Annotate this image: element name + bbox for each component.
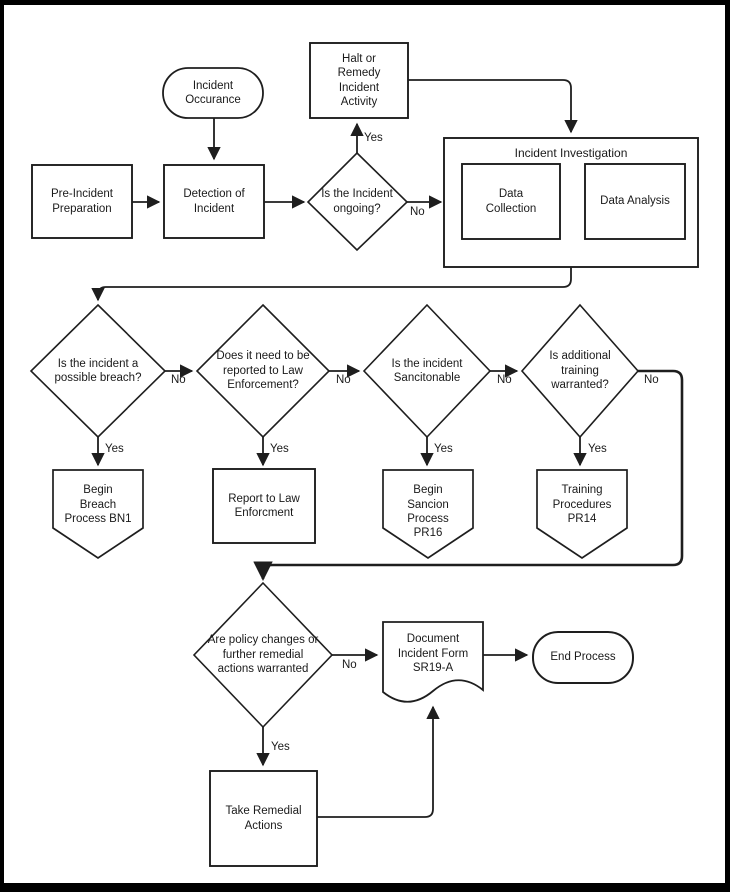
document-form-label: Document Incident Form SR19-A bbox=[397, 633, 469, 675]
edge-label-breach-yes: Yes bbox=[105, 443, 124, 455]
edge-label-policy-yes: Yes bbox=[271, 741, 290, 753]
take-remedial-label: Take Remedial Actions bbox=[225, 805, 302, 832]
halt-remedy-label: Halt or Remedy Incident Activity bbox=[337, 52, 381, 108]
data-analysis-shape bbox=[584, 163, 686, 240]
training-decision-shape bbox=[520, 303, 640, 439]
edge-label-ongoing-no: No bbox=[410, 206, 425, 218]
end-process-label: End Process bbox=[550, 651, 616, 664]
breach-decision-label: Is the incident a possible breach? bbox=[54, 357, 142, 384]
sanction-decision-label: Is the incident Sancitonable bbox=[391, 357, 463, 384]
report-law-shape bbox=[212, 468, 316, 544]
begin-breach-shape bbox=[52, 469, 144, 560]
data-collection-label: Data Collection bbox=[485, 188, 537, 215]
policy-decision-label: Are policy changes or further remedial a… bbox=[207, 634, 319, 676]
policy-decision-shape bbox=[192, 581, 334, 729]
begin-sanction-shape bbox=[382, 469, 474, 560]
incident-occurance-label: Incident Occurance bbox=[185, 79, 241, 106]
breach-decision-shape bbox=[29, 303, 167, 439]
end-process-shape bbox=[532, 631, 634, 684]
detection-label: Detection of Incident bbox=[183, 188, 245, 215]
ongoing-decision-label: Is the Incident ongoing? bbox=[321, 188, 393, 215]
training-decision-label: Is additional training warranted? bbox=[549, 350, 611, 392]
edge-training-no-to-policy bbox=[253, 369, 684, 581]
investigation-title: Incident Investigation bbox=[514, 146, 628, 160]
halt-remedy-shape bbox=[309, 42, 409, 119]
begin-breach-label: Begin Breach Process BN1 bbox=[64, 484, 132, 526]
edge-label-sanction-no: No bbox=[497, 374, 512, 386]
report-law-label: Report to Law Enforcment bbox=[228, 492, 300, 519]
detection-shape bbox=[163, 164, 265, 239]
pre-incident-shape bbox=[31, 164, 133, 239]
edge-label-ongoing-yes: Yes bbox=[364, 132, 383, 144]
ongoing-decision-shape bbox=[306, 151, 409, 252]
edge-label-policy-no: No bbox=[342, 659, 357, 671]
edge-label-training-no: No bbox=[644, 374, 659, 386]
incident-occurance-shape bbox=[162, 67, 264, 119]
edge-label-breach-no: No bbox=[171, 374, 186, 386]
law-decision-label: Does it need to be reported to Law Enfor… bbox=[216, 350, 310, 392]
edge-label-training-yes: Yes bbox=[588, 443, 607, 455]
edge-halt-to-investigation bbox=[408, 79, 578, 134]
training-procedures-shape bbox=[536, 469, 628, 560]
law-decision-shape bbox=[195, 303, 331, 439]
data-collection-shape bbox=[461, 163, 561, 240]
edge-label-sanction-yes: Yes bbox=[434, 443, 453, 455]
edge-remedial-to-document bbox=[317, 705, 440, 818]
training-procedures-label: Training Procedures PR14 bbox=[552, 484, 612, 526]
begin-sanction-label: Begin Sancion Process PR16 bbox=[407, 484, 449, 540]
edge-label-law-no: No bbox=[336, 374, 351, 386]
edge-investigation-to-breach bbox=[91, 267, 572, 302]
sanction-decision-shape bbox=[362, 303, 492, 439]
document-form-shape bbox=[382, 621, 484, 703]
data-analysis-label: Data Analysis bbox=[600, 195, 670, 208]
take-remedial-shape bbox=[209, 770, 318, 867]
pre-incident-label: Pre-Incident Preparation bbox=[50, 188, 113, 215]
edge-label-law-yes: Yes bbox=[270, 443, 289, 455]
